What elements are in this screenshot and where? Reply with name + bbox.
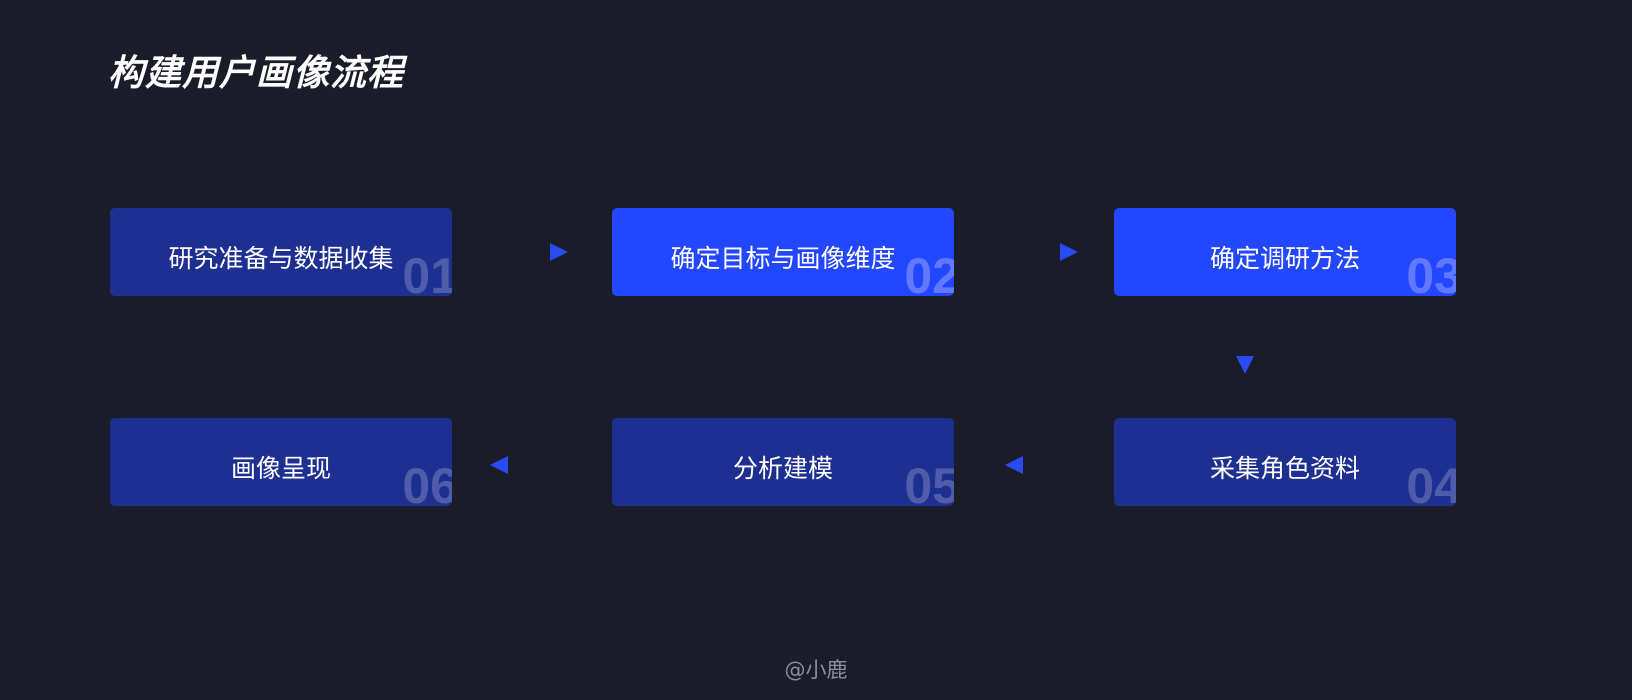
step-number: 06 [402,458,452,506]
step-label: 确定调研方法 [1209,244,1360,273]
arrow-left-icon [490,456,558,474]
step-number: 05 [904,458,954,506]
page-title: 构建用户画像流程 [108,53,405,94]
watermark-credit: @小鹿 [784,658,848,682]
arrow-down-icon [1236,312,1254,374]
step-label: 确定目标与画像维度 [670,244,896,273]
step-box-06: 画像呈现 06 [110,418,452,506]
step-label: 研究准备与数据收集 [168,244,394,273]
step-label: 画像呈现 [230,454,331,483]
step-box-02: 确定目标与画像维度 02 [612,208,954,296]
step-number: 01 [402,248,452,296]
step-box-03: 确定调研方法 03 [1114,208,1456,296]
step-box-04: 采集角色资料 04 [1114,418,1456,506]
arrow-left-icon [1005,456,1073,474]
step-box-01: 研究准备与数据收集 01 [110,208,452,296]
step-number: 04 [1406,458,1456,506]
step-number: 02 [904,248,954,296]
arrow-right-icon [1010,243,1078,261]
step-label: 采集角色资料 [1209,454,1360,483]
arrow-right-icon [500,243,568,261]
step-number: 03 [1406,248,1456,296]
step-box-05: 分析建模 05 [612,418,954,506]
step-label: 分析建模 [732,454,833,483]
